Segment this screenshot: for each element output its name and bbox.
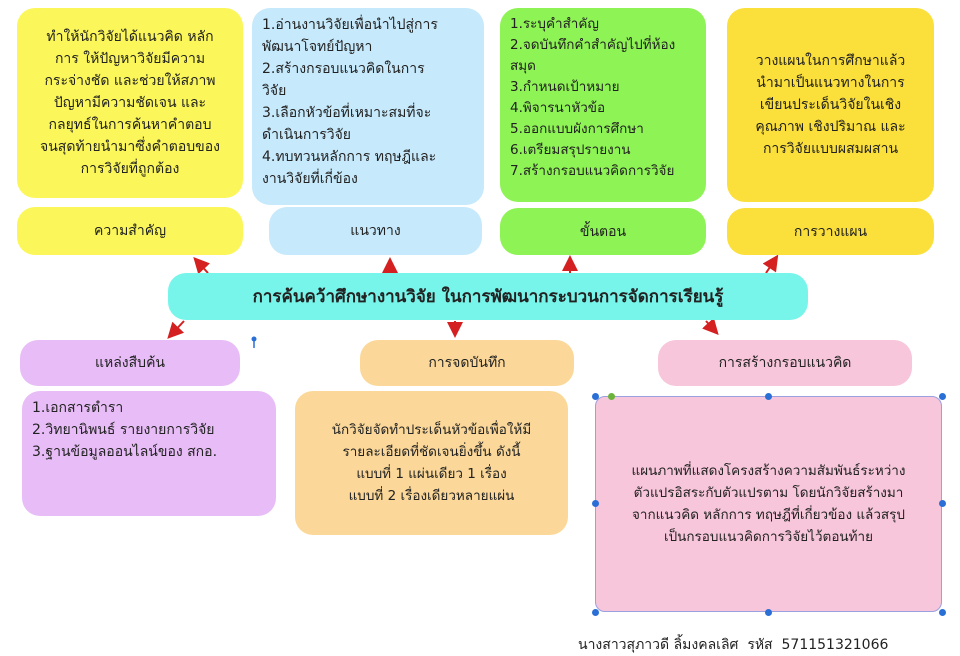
- detail-line: แบบที่ 1 แผ่นเดียว 1 เรื่อง: [356, 466, 507, 482]
- detail-line: ตัวแปรอิสระกับตัวแปรตาม โดยนักวิจัยสร้าง…: [633, 485, 904, 501]
- arrow-to-importance: [193, 257, 211, 275]
- notes-detail[interactable]: นักวิจัยจัดทำประเด็นหัวข้อเพื่อให้มีรายล…: [295, 391, 568, 535]
- rotation-handle[interactable]: [608, 393, 615, 400]
- detail-line: แบบที่ 2 เรื่องเดียวหลายแผ่น: [348, 488, 515, 504]
- detail-line: แผนภาพที่แสดงโครงสร้างความสัมพันธ์ระหว่า…: [631, 463, 906, 479]
- detail-line: นักวิจัยจัดทำประเด็นหัวข้อเพื่อให้มี: [331, 422, 532, 438]
- approach-label[interactable]: แนวทาง: [269, 207, 482, 255]
- selection-handle[interactable]: [592, 500, 599, 507]
- planning-label[interactable]: การวางแผน: [727, 208, 934, 255]
- detail-line: การ ให้ปัญหาวิจัยมีความ: [54, 51, 206, 67]
- planning-detail[interactable]: วางแผนในการศึกษาแล้วนำมาเป็นแนวทางในการเ…: [727, 8, 934, 202]
- detail-line: นำมาเป็นแนวทางในการ: [756, 75, 905, 91]
- detail-line: 5.ออกแบบผังการศึกษา: [510, 121, 644, 137]
- arrow-to-planning: [762, 254, 779, 274]
- detail-line: คุณภาพ เชิงปริมาณ และ: [755, 119, 906, 135]
- detail-line: เป็นกรอบแนวคิดการวิจัยไว้ตอนท้าย: [663, 529, 874, 545]
- framework-label[interactable]: การสร้างกรอบแนวคิด: [658, 340, 912, 386]
- arrow-to-sources: [167, 320, 185, 339]
- selection-handle[interactable]: [939, 393, 946, 400]
- detail-line: 2.วิทยานิพนธ์ รายงายการวิจัย: [32, 422, 215, 438]
- detail-line: วางแผนในการศึกษาแล้ว: [755, 53, 906, 69]
- detail-line: 2.จดบันทึกคำสำคัญไปที่ห้อง: [510, 37, 676, 53]
- detail-line: ทำให้นักวิจัยได้แนวคิด หลัก: [46, 29, 214, 45]
- steps-detail[interactable]: 1.ระบุคำสำคัญ 2.จดบันทึกคำสำคัญไปที่ห้องส…: [500, 8, 706, 202]
- selection-handle[interactable]: [765, 393, 772, 400]
- sources-label[interactable]: แหล่งสืบค้น: [20, 340, 240, 386]
- sources-detail[interactable]: 1.เอกสารตำรา 2.วิทยานิพนธ์ รายงายการวิจัย…: [22, 391, 276, 516]
- detail-line: พัฒนาโจทย์ปัญหา: [262, 39, 373, 55]
- detail-line: เขียนประเด็นวิจัยในเชิง: [759, 97, 902, 113]
- steps-label[interactable]: ขั้นตอน: [500, 208, 706, 255]
- detail-line: สมุด: [510, 58, 536, 74]
- detail-line: การวิจัยแบบผสมผสาน: [762, 141, 899, 157]
- importance-detail[interactable]: ทำให้นักวิจัยได้แนวคิด หลักการ ให้ปัญหาว…: [17, 8, 243, 198]
- selection-handle[interactable]: [765, 609, 772, 616]
- detail-line: จนสุดท้ายนำมาซึ่งคำตอบของ: [40, 139, 220, 155]
- detail-line: 3.เลือกหัวข้อที่เหมาะสมที่จะ: [262, 105, 432, 121]
- detail-line: กระจ่างชัด และช่วยให้สภาพ: [44, 73, 216, 89]
- central-topic[interactable]: การค้นคว้าศึกษางานวิจัย ในการพัฒนากระบวน…: [168, 273, 808, 320]
- detail-line: 1.เอกสารตำรา: [32, 400, 124, 416]
- detail-line: 4.พิจารนาหัวข้อ: [510, 100, 606, 116]
- selection-handle[interactable]: [939, 609, 946, 616]
- arrow-to-framework: [702, 317, 719, 335]
- detail-line: 1.ระบุคำสำคัญ: [510, 16, 599, 32]
- author-footer: นางสาวสุภาวดี ลิ้มงคลเลิศ รหัส 571151321…: [578, 637, 889, 653]
- detail-line: 7.สร้างกรอบแนวคิดการวิจัย: [510, 163, 675, 179]
- selection-handle[interactable]: [592, 393, 599, 400]
- detail-line: การวิจัยที่ถูกต้อง: [80, 161, 180, 177]
- selection-handle[interactable]: [939, 500, 946, 507]
- detail-line: 6.เตรียมสรุปรายงาน: [510, 142, 631, 158]
- detail-line: ปัญหามีความชัดเจน และ: [53, 95, 207, 111]
- detail-line: 1.อ่านงานวิจัยเพื่อนำไปสู่การ: [262, 17, 438, 33]
- detail-line: จากแนวคิด หลักการ ทฤษฎีที่เกี่ยวข้อง แล้…: [632, 507, 905, 523]
- detail-line: 2.สร้างกรอบแนวคิดในการ: [262, 61, 425, 77]
- importance-label[interactable]: ความสำคัญ: [17, 207, 243, 255]
- detail-line: 3.ฐานข้อมูลออนไลน์ของ สกอ.: [32, 444, 218, 460]
- notes-label[interactable]: การจดบันทึก: [360, 340, 574, 386]
- detail-line: งานวิจัยที่เกี่ข้อง: [262, 171, 358, 187]
- detail-line: ดำเนินการวิจัย: [262, 127, 352, 143]
- detail-line: 4.ทบทวนหลักการ ทฤษฎีและ: [262, 149, 437, 165]
- detail-line: 3.กำหนดเป้าหมาย: [510, 79, 620, 95]
- framework-detail[interactable]: แผนภาพที่แสดงโครงสร้างความสัมพันธ์ระหว่า…: [595, 396, 942, 612]
- approach-detail[interactable]: 1.อ่านงานวิจัยเพื่อนำไปสู่การพัฒนาโจทย์ป…: [252, 8, 484, 205]
- detail-line: วิจัย: [262, 83, 287, 99]
- detail-line: รายละเอียดที่ชัดเจนยิ่งขึ้น ดังนี้: [342, 444, 521, 460]
- selection-handle[interactable]: [592, 609, 599, 616]
- detail-line: กลยุทธ์ในการค้นหาคำตอบ: [48, 117, 212, 133]
